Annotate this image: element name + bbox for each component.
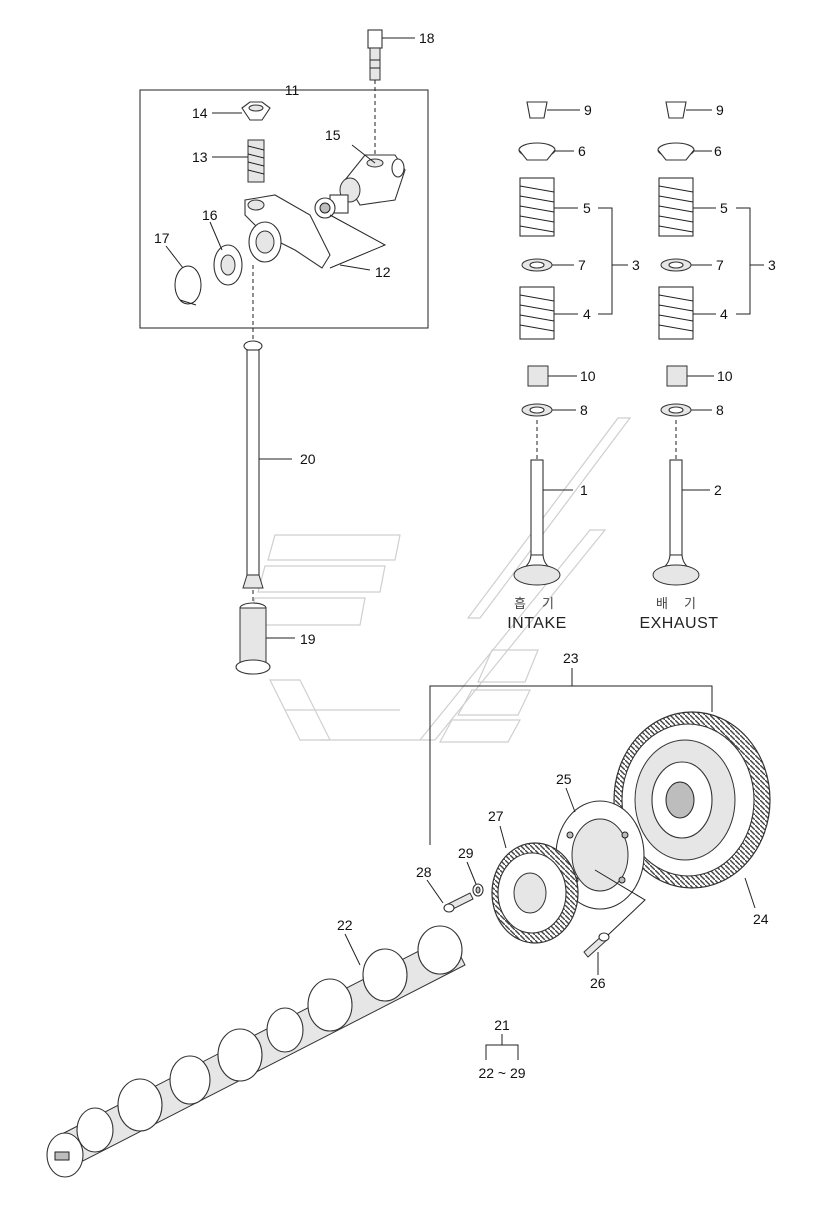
callout-26: 26 <box>590 975 606 991</box>
intake-valve-stack <box>513 101 561 586</box>
kit-number: 21 <box>494 1017 510 1033</box>
callout-22: 22 <box>337 917 353 933</box>
callout-6-intake: 6 <box>578 143 586 159</box>
callout-8-exhaust: 8 <box>716 402 724 418</box>
callout-3-intake: 3 <box>632 257 640 273</box>
part-13-adjust-screw <box>247 139 265 183</box>
part-18-bolt <box>367 29 383 165</box>
callout-7-exhaust: 7 <box>716 257 724 273</box>
callout-9-exhaust: 9 <box>716 102 724 118</box>
callout-17: 17 <box>154 230 170 246</box>
part-22-camshaft <box>46 925 466 1178</box>
callout-10-exhaust: 10 <box>717 368 733 384</box>
callout-10-intake: 10 <box>580 368 596 384</box>
callout-2: 2 <box>714 482 722 498</box>
callout-7-intake: 7 <box>578 257 586 273</box>
part-25-plate <box>555 800 645 910</box>
callout-8-intake: 8 <box>580 402 588 418</box>
part-19-tappet <box>235 602 271 675</box>
part-26-bolt <box>583 932 610 958</box>
rocker-arm-assembly-frame <box>139 89 429 329</box>
callout-6-exhaust: 6 <box>714 143 722 159</box>
callout-13: 13 <box>192 149 208 165</box>
part-20-push-rod <box>242 265 264 605</box>
intake-caption-korean: 흡 기 <box>514 597 560 612</box>
intake-outer-spring <box>519 177 555 237</box>
exhaust-caption: EXHAUST <box>639 615 718 632</box>
part-24-idler-gear <box>613 711 771 889</box>
callout-20: 20 <box>300 451 316 467</box>
callout-16: 16 <box>202 207 218 223</box>
leader-lines <box>140 37 764 1060</box>
intake-caption: INTAKE <box>507 615 567 632</box>
callout-28: 28 <box>416 864 432 880</box>
callout-29: 29 <box>458 845 474 861</box>
callout-3-exhaust: 3 <box>768 257 776 273</box>
callout-25: 25 <box>556 771 572 787</box>
callout-4-exhaust: 4 <box>720 306 728 322</box>
exhaust-inner-spring <box>658 286 694 340</box>
callout-5-exhaust: 5 <box>720 200 728 216</box>
callout-11: 11 <box>285 82 300 98</box>
part-29-washer <box>472 883 484 897</box>
part-17-snap-ring <box>174 265 202 306</box>
callout-18: 18 <box>419 30 435 46</box>
callout-15: 15 <box>325 127 341 143</box>
part-28-bolt <box>443 892 474 913</box>
callout-4-intake: 4 <box>583 306 591 322</box>
exhaust-outer-spring <box>658 177 694 237</box>
callout-23: 23 <box>563 650 579 666</box>
callout-1: 1 <box>580 482 588 498</box>
part-14-nut <box>241 101 271 121</box>
callout-27: 27 <box>488 808 504 824</box>
part-15-rocker-bracket <box>314 154 406 219</box>
exhaust-valve-stack <box>652 101 700 586</box>
callout-19: 19 <box>300 631 316 647</box>
part-12-rocker-arm <box>244 194 331 269</box>
callout-5-intake: 5 <box>583 200 591 216</box>
callout-24: 24 <box>753 911 769 927</box>
part-16-washer <box>213 244 243 286</box>
callout-12: 12 <box>375 264 391 280</box>
intake-inner-spring <box>519 286 555 340</box>
part-27-cam-gear <box>491 842 579 944</box>
callout-9-intake: 9 <box>584 102 592 118</box>
exhaust-caption-korean: 배 기 <box>656 597 702 612</box>
callout-14: 14 <box>192 105 208 121</box>
kit-range: 22 ~ 29 <box>478 1065 525 1081</box>
